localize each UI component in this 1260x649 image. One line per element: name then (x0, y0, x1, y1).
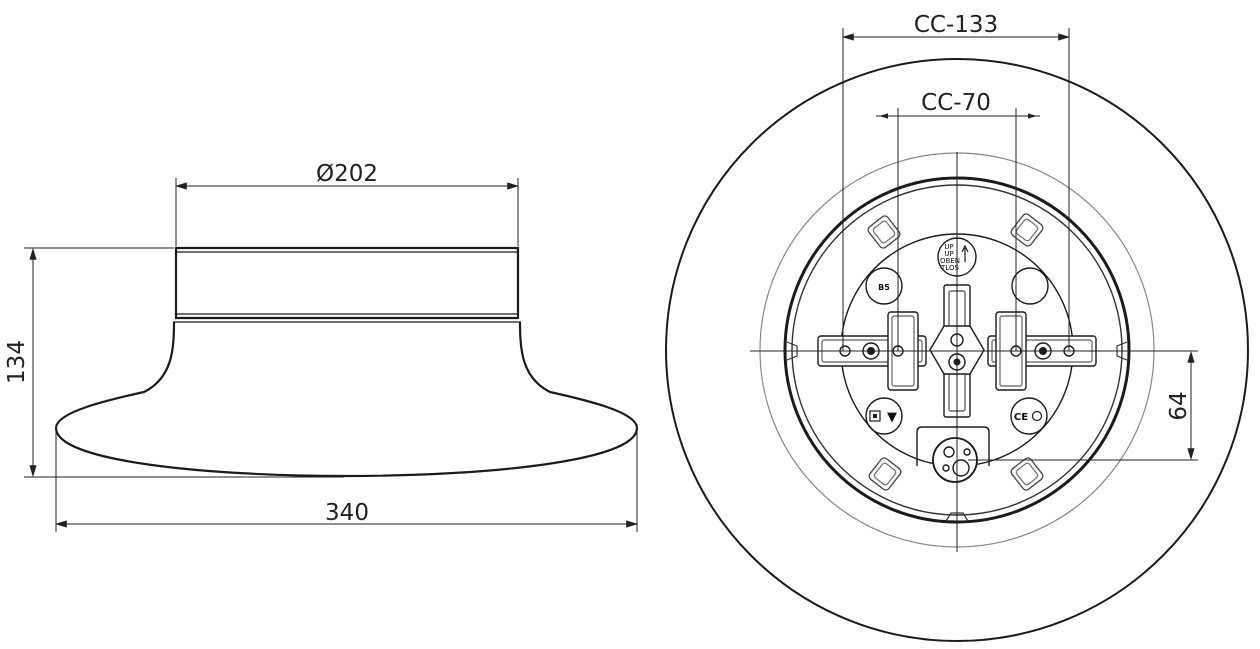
cc70-label: CC-70 (921, 90, 991, 116)
top-outer-circle (665, 58, 1249, 642)
label-tri: ▼ (887, 410, 897, 425)
label-ce: CE (1014, 412, 1028, 423)
top-view-centerlines (750, 152, 1198, 552)
width-label: 340 (325, 500, 369, 526)
side-cylinder-outline (174, 246, 520, 320)
cable-hole-small (943, 446, 955, 458)
label-b5: B5 (878, 283, 890, 292)
ce-ring-icon (1031, 410, 1043, 422)
side-view-dimensions (24, 178, 639, 532)
top-view-markings: UP UP OBEN TLOS B5 ▼ CE (878, 243, 1028, 425)
marking-line-4: TLOS (940, 264, 959, 272)
top-view-dimensions (841, 28, 1195, 461)
rim-clips (867, 213, 1044, 491)
tri-box-icon (869, 410, 881, 422)
height-label: 134 (4, 340, 30, 384)
clip-bottom-right (1010, 457, 1044, 491)
cc133-label: CC-133 (914, 12, 998, 38)
feature-circle-b5 (865, 267, 903, 305)
offset-64-label: 64 (1166, 391, 1192, 420)
feature-circle-right (1011, 267, 1049, 305)
cable-entry (916, 426, 990, 483)
up-arrow-icon (961, 244, 969, 262)
diameter-label: Ø202 (316, 161, 378, 187)
side-base-outline (54, 321, 639, 478)
clip-top-left (867, 215, 901, 249)
marking-line-1: UP (944, 243, 953, 251)
cable-hole-tiny-left (942, 464, 950, 472)
cable-entry-housing (916, 426, 990, 466)
cable-hole-large (952, 459, 970, 477)
feature-circle-tri (865, 397, 903, 435)
clip-bottom-left (868, 457, 902, 491)
marking-line-3: OBEN (940, 257, 960, 265)
marking-line-2: UP (944, 250, 953, 258)
cable-hole-tiny-right (963, 448, 971, 456)
clip-top-right (1010, 213, 1044, 247)
feature-circle-ce (1010, 397, 1048, 435)
side-view (54, 246, 639, 478)
